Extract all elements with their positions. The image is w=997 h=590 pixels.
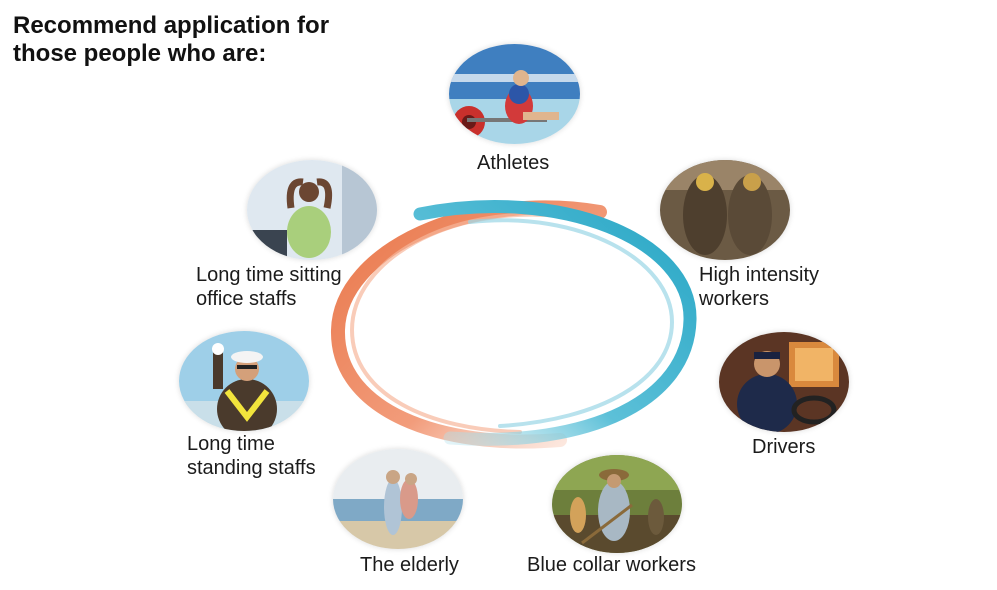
standing-label-line-1: Long time	[187, 433, 275, 455]
ring-teal-arc-inner	[468, 218, 675, 428]
sitting-office-staffs-photo	[247, 160, 377, 260]
high-intensity-workers-label: High intensity workers	[699, 263, 819, 311]
blue-collar-label-line-1: Blue collar workers	[527, 554, 696, 576]
sitting-office-staffs-label: Long time sitting office staffs	[196, 263, 342, 311]
drivers-photo	[719, 332, 849, 432]
high-intensity-workers-photo	[660, 160, 790, 260]
high-intensity-label-line-2: workers	[699, 288, 770, 310]
standing-staffs-photo	[179, 331, 309, 431]
ring-orange-arc-inner	[349, 212, 562, 434]
blue-collar-workers-label: Blue collar workers	[527, 553, 696, 577]
athletes-label-line-1: Athletes	[477, 152, 550, 174]
elderly-label: The elderly	[360, 553, 459, 577]
elderly-photo	[333, 449, 463, 549]
drivers-label-line-1: Drivers	[752, 436, 816, 458]
drivers-label: Drivers	[752, 435, 815, 459]
ring-teal-arc	[413, 200, 697, 446]
standing-staffs-label: Long time standing staffs	[187, 432, 316, 480]
title-line-1: Recommend application for	[13, 12, 330, 39]
blue-collar-workers-photo	[552, 455, 682, 553]
slide-title: Recommend application for those people w…	[13, 12, 329, 68]
athletes-photo	[449, 44, 580, 144]
elderly-label-line-1: The elderly	[360, 554, 459, 576]
athletes-label: Athletes	[477, 151, 549, 175]
high-intensity-label-line-1: High intensity	[699, 264, 820, 286]
sitting-label-line-1: Long time sitting	[196, 264, 342, 286]
sitting-label-line-2: office staffs	[196, 288, 297, 310]
ring-orange-arc	[330, 200, 607, 449]
title-line-2: those people who are:	[13, 40, 267, 67]
standing-label-line-2: standing staffs	[187, 457, 316, 479]
